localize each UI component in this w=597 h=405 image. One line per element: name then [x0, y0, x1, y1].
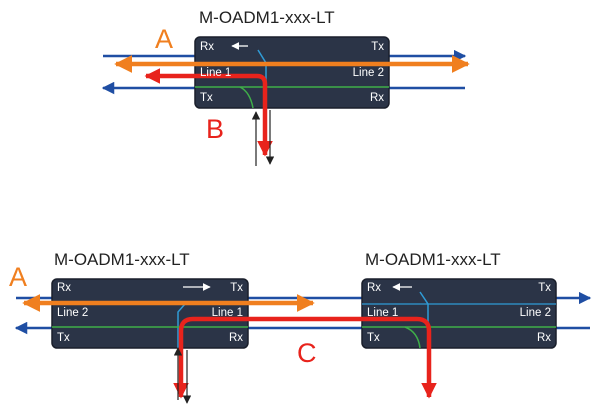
bottom-right-module-title: M-OADM1-xxx-LT [365, 250, 501, 269]
bottom-right-line-right-label: Line 2 [520, 307, 551, 319]
top-label-b: B [206, 114, 224, 144]
bottom-label-c: C [297, 338, 317, 368]
bottom-left-rx-right-label: Rx [229, 332, 243, 344]
bottom-left-rx-label: Rx [57, 282, 71, 294]
bottom-left-tx-left-label: Tx [57, 332, 70, 344]
top-line-right-label: Line 2 [353, 67, 384, 79]
top-module: M-OADM1-xxx-LT Rx Tx Line 1 Line 2 Tx Rx… [101, 8, 470, 166]
bottom-left-module-title: M-OADM1-xxx-LT [54, 250, 190, 269]
top-tx-left-label: Tx [200, 92, 213, 104]
bottom-left-tx-right-label: Tx [230, 282, 243, 294]
top-rx-label: Rx [200, 41, 214, 53]
bottom-left-line-left-label: Line 2 [57, 307, 88, 319]
bottom-label-a: A [9, 262, 27, 292]
bottom-right-module: M-OADM1-xxx-LT Rx Tx Line 1 Line 2 Tx Rx [361, 250, 557, 349]
top-module-title: M-OADM1-xxx-LT [199, 8, 335, 27]
top-red-path-b [144, 68, 273, 157]
top-line-left-label: Line 1 [200, 67, 231, 79]
top-tx-right-label: Tx [371, 41, 384, 53]
bottom-right-rx-label: Rx [367, 282, 381, 294]
top-label-a: A [155, 24, 173, 54]
bottom-right-line-left-label: Line 1 [367, 307, 398, 319]
top-rx-right-label: Rx [370, 92, 384, 104]
bottom-right-internal-green-drop [404, 326, 421, 349]
bottom-left-line-right-label: Line 1 [212, 307, 243, 319]
bottom-red-path-c [173, 316, 437, 399]
bottom-right-rx-right-label: Rx [537, 332, 551, 344]
bottom-right-tx-right-label: Tx [538, 282, 551, 294]
bottom-right-tx-left-label: Tx [367, 332, 380, 344]
